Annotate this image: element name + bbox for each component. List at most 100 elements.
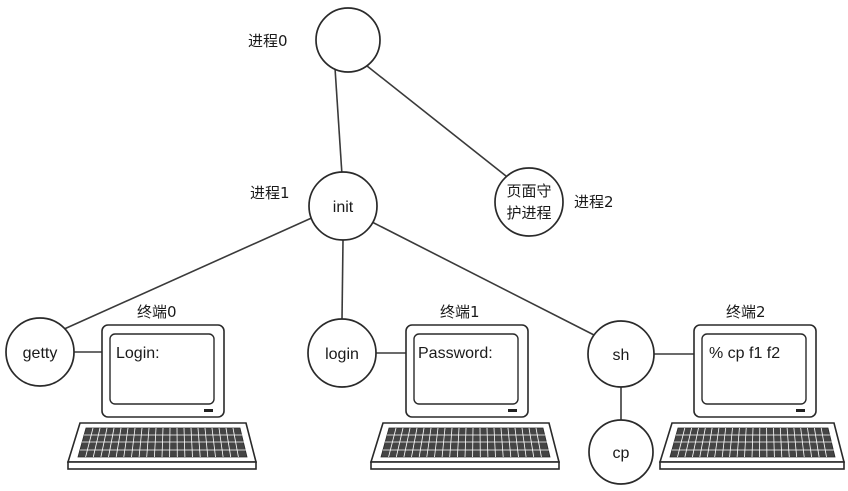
terminal-2-key-grid (672, 427, 834, 458)
key-separator (464, 427, 467, 458)
key-separator (418, 427, 425, 458)
key-separator (684, 427, 692, 458)
init-text: init (333, 199, 354, 216)
key-separator (123, 427, 129, 458)
key-separator (800, 427, 805, 458)
key-separator (138, 427, 143, 458)
key-separator (190, 427, 193, 458)
terminal-0-screen (109, 333, 215, 405)
cp-text: cp (613, 445, 630, 462)
page-daemon-label: 进程2 (574, 193, 614, 211)
key-separator (211, 427, 216, 458)
key-separator (677, 427, 686, 458)
node-sh: sh (587, 320, 655, 388)
key-separator (441, 427, 446, 458)
key-separator (449, 427, 453, 458)
key-separator (500, 427, 504, 458)
key-separator (411, 427, 418, 458)
edge-init-getty (61, 215, 317, 331)
terminal-1-screen (413, 333, 519, 405)
login-text: login (325, 346, 359, 363)
key-separator (395, 427, 404, 458)
key-separator (786, 427, 790, 458)
key-separator (514, 427, 519, 458)
key-separator (115, 427, 122, 458)
key-separator (131, 427, 136, 458)
key-separator (706, 427, 713, 458)
key-separator (486, 427, 489, 458)
key-separator (92, 427, 101, 458)
key-separator (751, 427, 754, 458)
edge-process0-init (334, 67, 343, 176)
key-separator (388, 427, 397, 458)
key-separator (434, 427, 439, 458)
page-daemon-circle (494, 167, 564, 237)
terminal-2-screen-text: % cp f1 f2 (709, 345, 780, 362)
key-separator (403, 427, 411, 458)
edges (61, 61, 694, 420)
key-separator (426, 427, 432, 458)
key-separator (232, 427, 239, 458)
terminal-2-screen (701, 333, 807, 405)
key-separator (457, 427, 460, 458)
terminal-0: 终端0 Login: (66, 303, 258, 470)
terminal-2: 终端2 % cp f1 f2 (658, 303, 846, 470)
terminal-0-power-led (204, 409, 213, 412)
key-separator (721, 427, 727, 458)
cp-circle (588, 419, 654, 485)
key-separator (218, 427, 224, 458)
process0-circle (315, 7, 381, 73)
init-circle (308, 171, 378, 241)
key-separator (161, 427, 164, 458)
init-label: 进程1 (250, 184, 290, 202)
key-separator (779, 427, 783, 458)
key-separator (507, 427, 512, 458)
key-separator (154, 427, 157, 458)
key-separator (100, 427, 108, 458)
key-separator (204, 427, 209, 458)
key-separator (108, 427, 115, 458)
node-cp: cp (588, 419, 654, 485)
key-separator (197, 427, 201, 458)
key-separator (535, 427, 542, 458)
key-separator (744, 427, 747, 458)
key-separator (521, 427, 527, 458)
key-separator (225, 427, 232, 458)
key-separator (714, 427, 720, 458)
edge-process0-pagedaemon (361, 61, 507, 177)
key-separator (820, 427, 827, 458)
key-separator (793, 427, 798, 458)
key-separator (146, 427, 150, 458)
edge-init-login (341, 239, 344, 321)
terminal-1-label: 终端1 (440, 303, 480, 321)
key-separator (85, 427, 94, 458)
key-separator (814, 427, 820, 458)
getty-text: getty (23, 345, 58, 362)
node-getty: getty (5, 317, 75, 387)
terminal-0-label: 终端0 (137, 303, 177, 321)
sh-text: sh (613, 347, 630, 364)
edge-init-sh (371, 221, 597, 337)
page-daemon-text-line2: 护进程 (506, 204, 551, 222)
terminal-1-key-grid (383, 427, 549, 458)
terminal-1-power-led (508, 409, 517, 412)
key-separator (807, 427, 812, 458)
key-separator (528, 427, 535, 458)
terminal-0-screen-text: Login: (116, 345, 160, 362)
node-init: init 进程1 (250, 171, 378, 241)
node-process0: 进程0 (248, 7, 381, 73)
login-circle (307, 318, 377, 388)
key-separator (736, 427, 740, 458)
terminal-2-label: 终端2 (726, 303, 766, 321)
terminal-2-power-led (796, 409, 805, 412)
key-separator (699, 427, 706, 458)
key-separator (692, 427, 699, 458)
key-separator (773, 427, 775, 458)
node-page-daemon: 页面守 护进程 进程2 (494, 167, 614, 237)
terminal-0-keyboard-base (67, 461, 257, 470)
key-separator (183, 427, 186, 458)
terminal-1-keyboard-base (370, 461, 560, 470)
key-separator (729, 427, 733, 458)
node-login: login (307, 318, 377, 388)
